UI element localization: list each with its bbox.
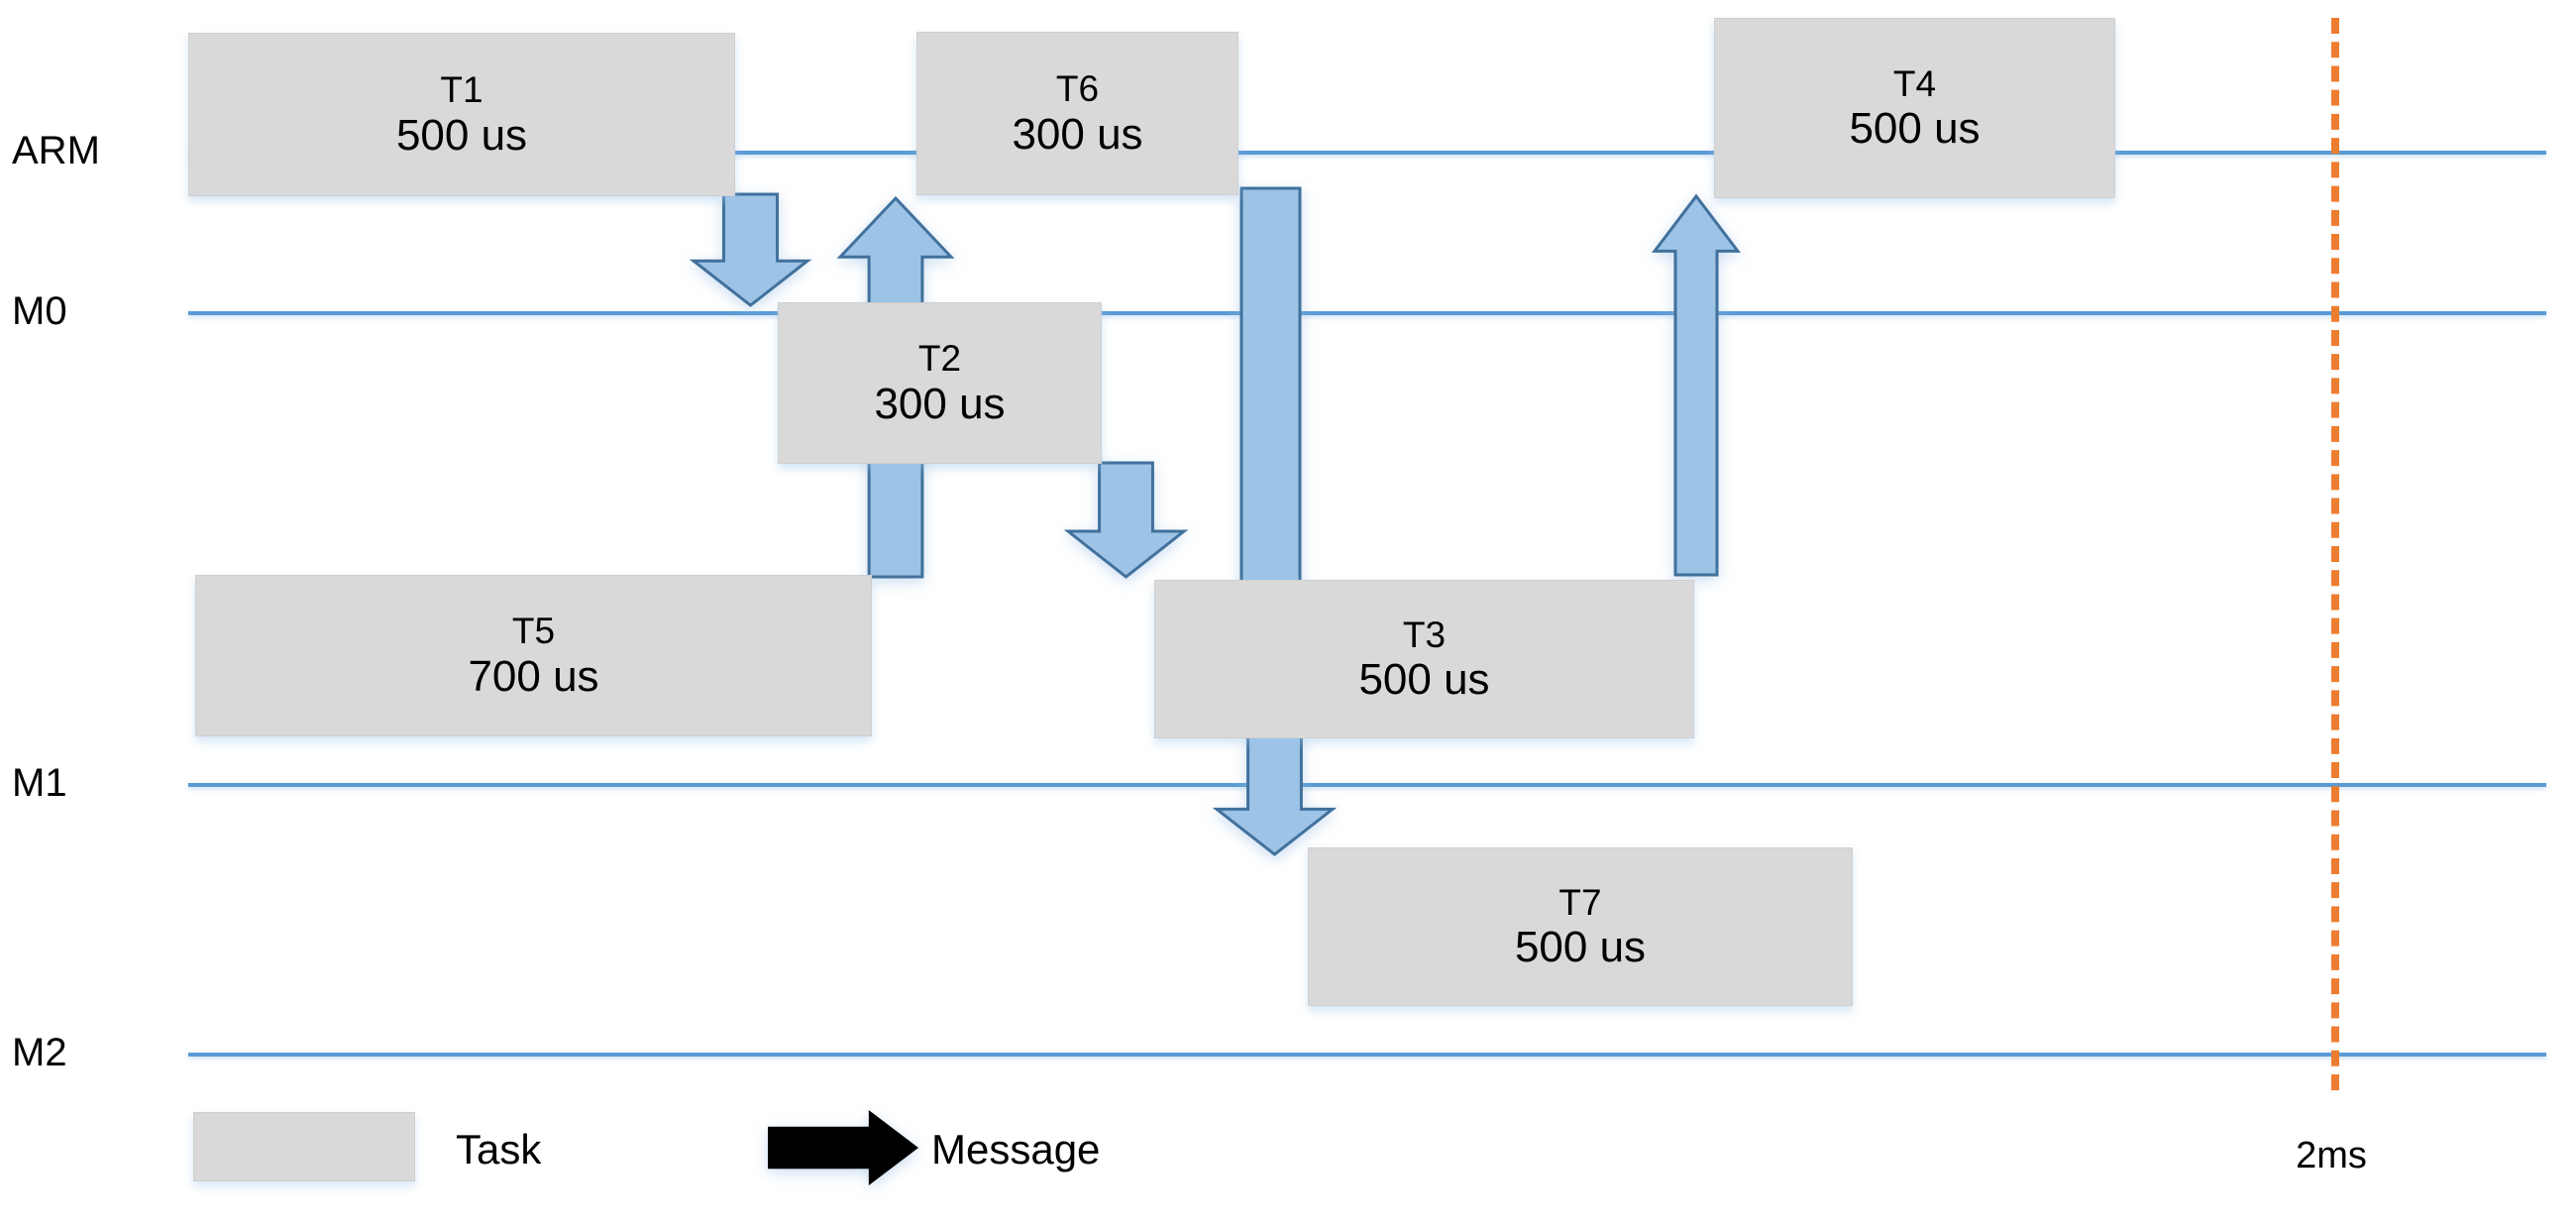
task-name: T4 <box>1892 62 1937 104</box>
message-arrow-t1-to-t2 <box>689 192 812 307</box>
task-name: T7 <box>1558 881 1602 923</box>
task-name: T5 <box>511 611 556 652</box>
lane-label-m0: M0 <box>12 289 67 333</box>
lane-line-m1 <box>188 783 2546 787</box>
lane-line-m2 <box>188 1053 2546 1057</box>
task-block-t4[interactable]: T4 500 us <box>1714 18 2115 198</box>
lane-line-m0 <box>188 311 2546 315</box>
message-arrow-t3-to-t7 <box>1212 733 1338 856</box>
lane-label-m2: M2 <box>12 1031 67 1074</box>
time-marker-line <box>2331 18 2339 1090</box>
legend-task-swatch <box>193 1112 415 1181</box>
task-block-t2[interactable]: T2 300 us <box>778 302 1102 464</box>
task-block-t3[interactable]: T3 500 us <box>1154 580 1694 738</box>
message-bar-t6-to-t3 <box>1239 186 1302 585</box>
legend-task-label: Task <box>456 1126 542 1173</box>
task-duration: 700 us <box>468 651 599 701</box>
task-duration: 500 us <box>1514 923 1647 972</box>
task-duration: 500 us <box>395 110 528 160</box>
legend-message-label: Message <box>931 1126 1101 1173</box>
task-name: T3 <box>1402 614 1447 655</box>
task-name: T2 <box>917 338 962 380</box>
message-arrow-t2-to-t3 <box>1063 461 1189 579</box>
lane-line-arm <box>188 151 2546 155</box>
task-block-t1[interactable]: T1 500 us <box>188 33 735 196</box>
task-block-t5[interactable]: T5 700 us <box>195 575 872 736</box>
task-name: T6 <box>1055 68 1100 110</box>
task-block-t6[interactable]: T6 300 us <box>916 32 1238 195</box>
time-marker-label: 2ms <box>2296 1135 2367 1176</box>
legend-message-arrow-icon <box>768 1110 918 1185</box>
task-duration: 300 us <box>874 379 1006 428</box>
lane-label-arm: ARM <box>12 129 100 172</box>
task-block-t7[interactable]: T7 500 us <box>1308 847 1853 1006</box>
message-arrow-t3-to-t4 <box>1651 193 1742 577</box>
task-duration: 500 us <box>1358 655 1490 705</box>
task-duration: 500 us <box>1849 104 1981 154</box>
task-duration: 300 us <box>1012 109 1143 159</box>
task-name: T1 <box>440 69 483 111</box>
lane-label-m1: M1 <box>12 761 67 805</box>
